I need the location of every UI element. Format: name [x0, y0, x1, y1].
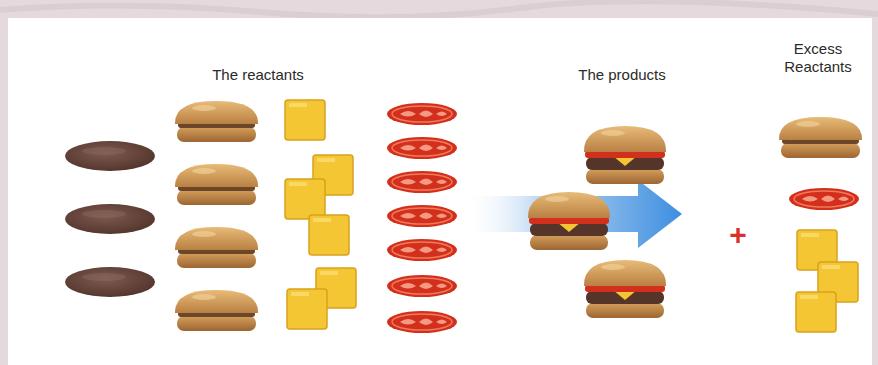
patties	[65, 141, 155, 297]
excess-reactants	[779, 117, 862, 332]
tomato-slices	[387, 103, 457, 333]
group-heading: Excess Reactants	[776, 40, 860, 76]
buns	[175, 101, 258, 331]
panel	[8, 18, 872, 365]
product-burgers	[528, 126, 666, 318]
group-heading: The products	[578, 66, 666, 84]
cheese-slices	[285, 100, 356, 329]
group-heading: The reactants	[212, 66, 304, 84]
plus-sign: +	[729, 220, 747, 250]
